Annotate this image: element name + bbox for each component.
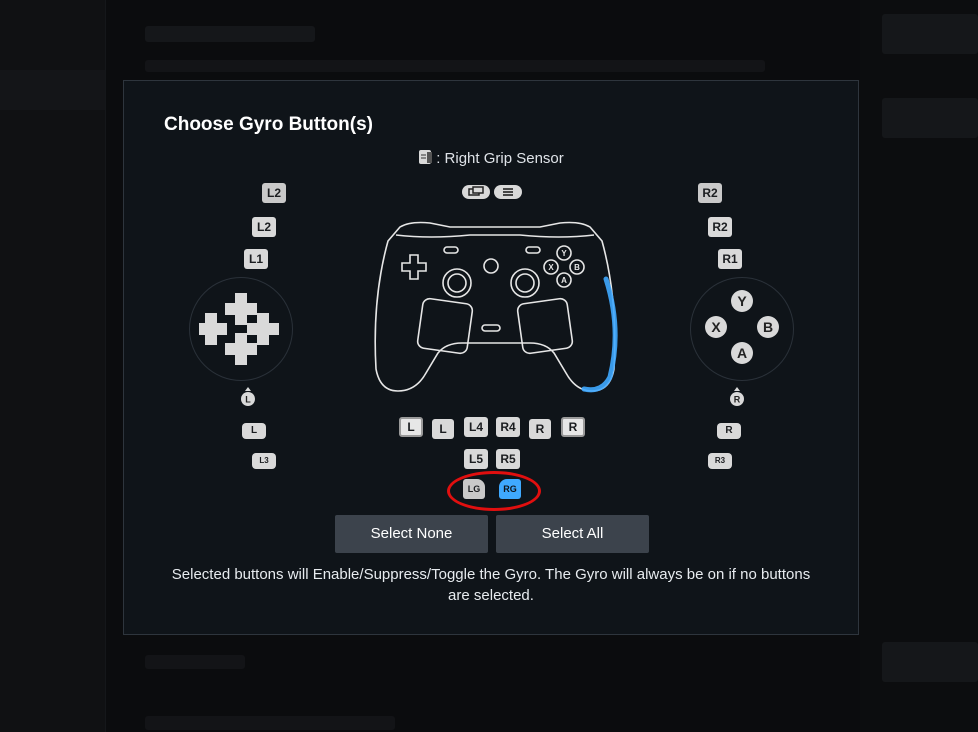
y-button-label: Y: [737, 293, 747, 309]
right-stick-click-icon[interactable]: R: [728, 387, 746, 412]
background-right-button: [882, 98, 978, 138]
svg-text:L: L: [245, 395, 251, 405]
left-trackpad-click-button[interactable]: L: [432, 419, 454, 439]
r2-full-pull-button[interactable]: R2: [698, 183, 722, 203]
r2-button[interactable]: R2: [708, 217, 732, 237]
svg-text:X: X: [548, 263, 554, 272]
l5-button[interactable]: L5: [464, 449, 488, 469]
right-trackpad-click-button[interactable]: R: [529, 419, 551, 439]
right-stick-button[interactable]: R: [717, 423, 741, 439]
dpad-ring: [189, 277, 293, 381]
select-all-button[interactable]: Select All: [496, 515, 649, 553]
left-trackpad-button[interactable]: L: [399, 417, 423, 437]
right-grip-sensor-icon: [418, 149, 434, 169]
legend-label: : Right Grip Sensor: [436, 150, 564, 167]
background-right-button: [882, 642, 978, 682]
r1-button[interactable]: R1: [718, 249, 742, 269]
r5-button[interactable]: R5: [496, 449, 520, 469]
select-none-button[interactable]: Select None: [335, 515, 488, 553]
background-right-panel: [860, 0, 978, 732]
background-sidebar: [0, 0, 106, 732]
left-stick-click-icon[interactable]: L: [239, 387, 257, 412]
a-button-label: A: [737, 345, 747, 361]
svg-text:A: A: [561, 276, 567, 285]
dpad-icon[interactable]: [195, 287, 283, 376]
dialog-title: Choose Gyro Button(s): [164, 114, 373, 135]
background-sidebar-item: [0, 70, 105, 110]
b-button-label: B: [763, 319, 773, 335]
background-right-button: [882, 14, 978, 54]
face-buttons: Y X B A: [690, 277, 794, 386]
background-acceleration-placeholder: [145, 655, 245, 669]
left-stick-button[interactable]: L: [242, 423, 266, 439]
right-trackpad-button[interactable]: R: [561, 417, 585, 437]
highlight-circle: [447, 471, 541, 511]
background-description-placeholder: [145, 60, 765, 72]
background-output-placeholder: [145, 716, 395, 730]
svg-text:B: B: [574, 263, 580, 272]
svg-text:R: R: [734, 395, 741, 405]
l3-button[interactable]: L3: [252, 453, 276, 469]
l4-button[interactable]: L4: [464, 417, 488, 437]
svg-text:Y: Y: [561, 249, 567, 258]
face-buttons-ring: [690, 277, 794, 381]
x-button-label: X: [711, 319, 721, 335]
l1-button[interactable]: L1: [244, 249, 268, 269]
l2-button[interactable]: L2: [252, 217, 276, 237]
legend: : Right Grip Sensor: [124, 149, 858, 169]
background-header-placeholder: [145, 26, 315, 42]
l2-full-pull-button[interactable]: L2: [262, 183, 286, 203]
view-button-icon[interactable]: [462, 185, 490, 204]
menu-button-icon[interactable]: [494, 185, 522, 204]
choose-gyro-buttons-dialog: Choose Gyro Button(s) : Right Grip Senso…: [123, 80, 859, 635]
r4-button[interactable]: R4: [496, 417, 520, 437]
r3-button[interactable]: R3: [708, 453, 732, 469]
gyro-note: Selected buttons will Enable/Suppress/To…: [171, 566, 811, 604]
